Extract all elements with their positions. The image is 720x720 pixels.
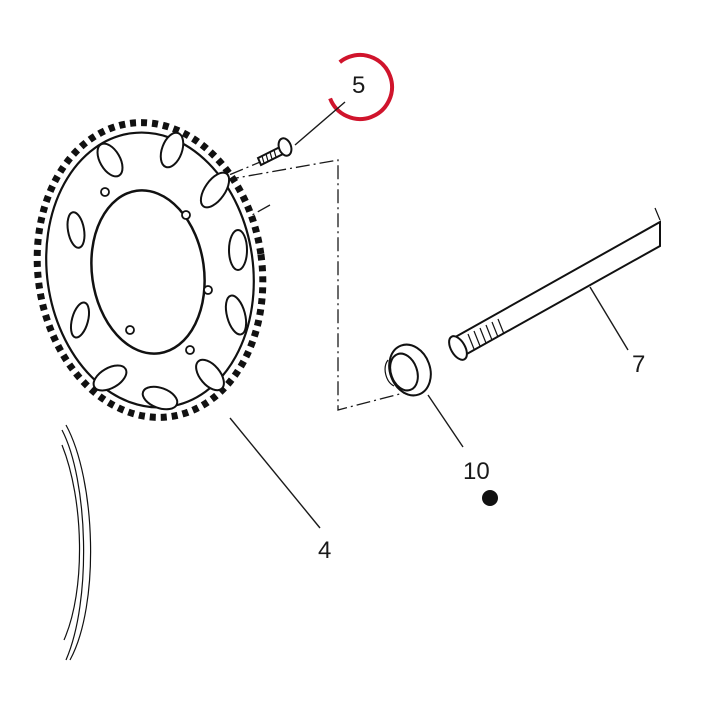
wheel-rim-icon [61, 424, 92, 661]
leader-line-10 [427, 394, 464, 448]
filled-dot-marker [482, 490, 498, 506]
callout-4-label: 4 [318, 537, 331, 564]
screw-icon [256, 137, 293, 167]
leader-line-7 [589, 286, 629, 351]
callout-10-label: 10 [463, 458, 490, 485]
spacer-icon [384, 343, 432, 397]
leader-line-5 [294, 101, 346, 146]
axle-icon [448, 207, 661, 361]
leader-line-4 [229, 417, 321, 529]
sprocket-icon [33, 119, 267, 421]
callout-7-label: 7 [632, 351, 645, 378]
callout-5-label: 5 [352, 72, 365, 99]
callout-5-highlight-ring [326, 53, 394, 121]
